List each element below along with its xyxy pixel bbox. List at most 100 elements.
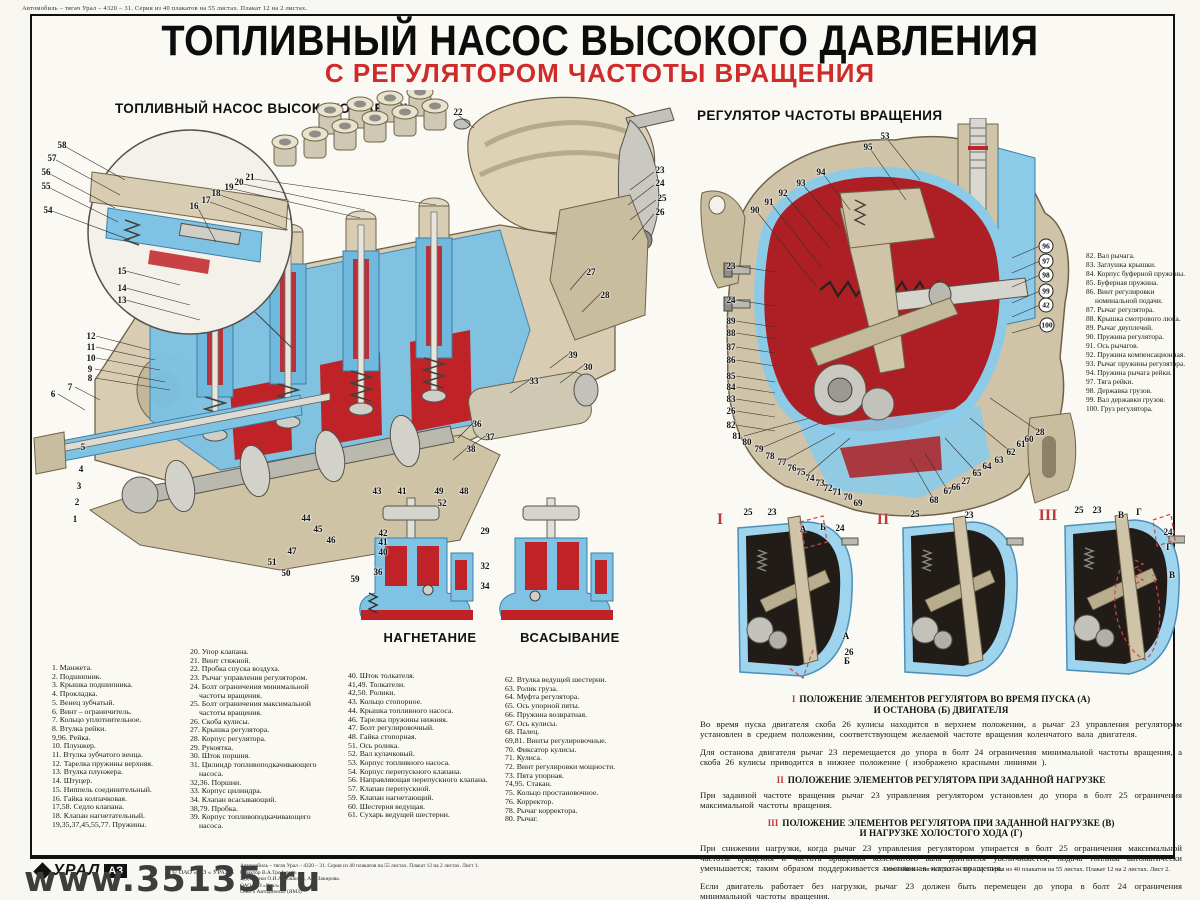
part-item: 17,58. Седло клапана. [52, 802, 125, 812]
part-item: 13. Втулка плунжера. [52, 767, 123, 777]
regulator-mechanism [809, 187, 1029, 421]
note-paragraph: Для останова двигателя рычаг 23 перемеща… [700, 747, 1182, 767]
part-item: 48. Гайка стопорная. [348, 731, 417, 741]
part-item: 29. Рукоятка. [190, 742, 234, 752]
part-item: 98. Державка грузов. [1086, 386, 1152, 395]
part-item: 19,35,37,45,55,77. Пружины. [52, 819, 147, 829]
note-paragraph: При снижении нагрузки, когда рычаг 23 уп… [700, 842, 1182, 873]
credit-line: ОАО « Автодизель» (ЯМЗ) [240, 889, 302, 896]
parts-list-regulator: 82. Вал рычага.83. Заглушка крышки.84. К… [1086, 251, 1186, 413]
pump-inset-circle [87, 129, 293, 349]
part-item: 76. Корректор. [505, 796, 554, 806]
pump-illustration [33, 90, 675, 571]
position-diagram-3 [1064, 513, 1185, 675]
part-item: 62. Втулка ведущей шестерни. [505, 675, 607, 684]
part-item: 21. Винт стяжной. [190, 655, 251, 665]
parts-list-col1: 1. Манжета.2. Подшипник.3. Крышка подшип… [52, 663, 184, 829]
part-item: 11. Втулка зубчатого венца. [52, 750, 143, 760]
top-series-note: Автомобиль – тягач Урал – 4320 – 31. Сер… [22, 5, 308, 12]
discharge-label: НАГНЕТАНИЕ [383, 630, 477, 645]
part-item: 30. Шток поршня. [190, 751, 251, 761]
part-item: 87. Рычаг регулятора. [1086, 305, 1155, 314]
position-diagram-2 [902, 515, 1024, 677]
part-item: 89. Рычаг двуплечий. [1086, 323, 1153, 332]
part-item: 99. Вал державки грузов. [1086, 395, 1166, 404]
note-paragraph: Если двигатель работает без нагрузки, ры… [700, 880, 1182, 900]
part-item: 28. Корпус регулятора. [190, 734, 266, 744]
uralaz-logo-text: УРАЛ [53, 862, 101, 879]
part-item: 61. Сухарь ведущей шестерни. [348, 810, 450, 820]
suction-label: ВСАСЫВАНИЕ [520, 630, 620, 645]
regulator-illustration [700, 118, 1077, 517]
part-item: 52. Вал кулачковый. [348, 749, 415, 759]
part-item: 6. Винт – ограничитель. [52, 706, 132, 716]
pump-top-fittings [271, 90, 449, 167]
part-item: 44. Крышка топливного насоса. [348, 705, 454, 715]
part-item: 24. Болт ограничения минимальной частоты… [190, 681, 309, 700]
credit-line: Редактор В.А.Трофимов. [240, 869, 297, 876]
note-numeral: II [776, 775, 784, 785]
note-paragraph: При заданной частоте вращения рычаг 23 у… [700, 789, 1182, 810]
parts-list-col4: 62. Втулка ведущей шестерни.63. Ролик гр… [505, 675, 655, 824]
part-item: 59. Клапан нагнетающий. [348, 792, 434, 802]
part-item: 100. Груз регулятора. [1086, 404, 1153, 413]
note-paragraph: Во время пуска двигателя скоба 26 кулисы… [700, 719, 1182, 739]
part-item: 66. Пружина возвратная. [505, 709, 588, 719]
part-item: 5. Венец зубчатый. [52, 697, 115, 707]
pump-camshaft [121, 414, 455, 514]
part-item: 51. Ось ролика. [348, 740, 400, 750]
credit-line: Художники О.И.Антошкина, А.И.Закирова. [240, 876, 340, 883]
part-item: 38,79. Пробка. [190, 803, 238, 813]
part-item: 90. Пружина регулятора. [1086, 332, 1164, 341]
note-numeral: III [767, 817, 779, 828]
regulator-cavity [754, 166, 1010, 498]
credit-line: ОАО «АЗ «Урал» [240, 882, 280, 889]
part-item: 57. Клапан перепускной. [348, 784, 431, 794]
parts-list-col2: 20. Упор клапана.21. Винт стяжной.22. Пр… [190, 647, 332, 831]
parts-list-col3: 40. Шток толкателя.41,49. Толкатели.42,5… [348, 671, 513, 820]
poster-subtitle: С РЕГУЛЯТОРОМ ЧАСТОТЫ ВРАЩЕНИЯ [324, 58, 876, 88]
part-item: 91. Ось рычагов. [1086, 341, 1139, 350]
discharge-valve-diagram [359, 497, 474, 620]
part-item: 47. Болт регулировочный. [348, 723, 434, 733]
part-item: 25. Болт ограничения максимальной частот… [190, 699, 311, 717]
part-item: 80. Рычаг. [505, 814, 538, 824]
part-item: 70. Фиксатор кулисы. [505, 744, 577, 754]
part-item: 92. Пружина компенсационная. [1086, 350, 1186, 359]
part-item: 27. Крышка регулятора. [190, 725, 270, 735]
part-item: 12. Тарелка пружины верхняя. [52, 758, 153, 768]
footer-right-note: Автомобиль – тягач Урал – 4320 – 31. Сер… [881, 866, 1170, 873]
uralaz-logo: УРАЛ АЗ [33, 861, 128, 881]
part-item: 1. Манжета. [52, 663, 93, 672]
part-item: 39. Корпус топливоподкачивающего насоса. [190, 812, 311, 831]
part-item: 32,36. Поршни. [190, 777, 242, 787]
part-item: 86. Винт регулировки номинальной подачи. [1086, 287, 1163, 305]
part-item: 4. Прокладка. [52, 689, 98, 699]
part-item: 7. Кольцо уплотнительное. [52, 715, 142, 725]
pump-leader-lines [49, 114, 657, 461]
part-item: 64. Муфта регулятора. [505, 692, 580, 702]
part-item: 8. Втулка рейки. [52, 723, 107, 733]
watermark-url: www.35135.ru [24, 860, 322, 900]
part-item: 75. Кольцо простановочное. [505, 788, 599, 798]
part-item: 14. Штуцер. [52, 776, 93, 786]
part-item: 67. Ось кулисы. [505, 718, 558, 728]
poster-title: ТОПЛИВНЫЙ НАСОС ВЫСОКОГО ДАВЛЕНИЯ [161, 18, 1039, 66]
part-item: 15. Ниппель соединительный. [52, 784, 152, 794]
note-heading-text: ПОЛОЖЕНИЕ ЭЛЕМЕНТОВ РЕГУЛЯТОРА ПРИ ЗАДАН… [782, 817, 1115, 828]
part-item: 82. Вал рычага. [1086, 251, 1135, 260]
part-item: 20. Упор клапана. [190, 647, 249, 656]
part-item: 83. Заглушка крышки. [1086, 260, 1156, 269]
part-item: 41,49. Толкатели. [348, 679, 406, 689]
credits-block: Автомобиль – тягач Урал – 4320 – 31. Сер… [240, 863, 479, 896]
part-item: 2. Подшипник. [52, 671, 102, 681]
part-item: 22. Пробка спуска воздуха. [190, 664, 280, 674]
part-item: 71. Кулиса. [505, 753, 542, 763]
part-item: 93. Рычаг пружины регулятора. [1086, 359, 1186, 368]
